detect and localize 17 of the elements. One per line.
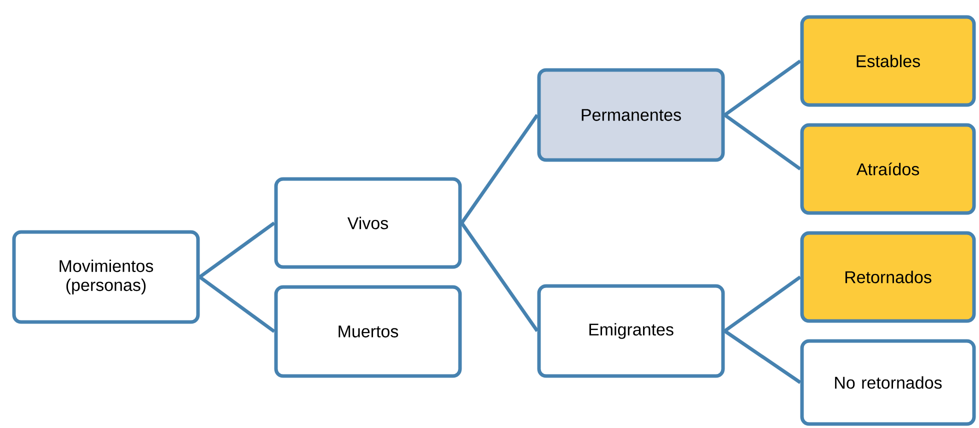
category-box: Estables bbox=[800, 15, 976, 107]
connector-line bbox=[460, 114, 539, 224]
category-box: Permanentes bbox=[537, 68, 725, 162]
category-box: Muertos bbox=[274, 285, 462, 378]
category-box: Retornados bbox=[800, 231, 976, 323]
category-box: Movimientos (personas) bbox=[12, 230, 200, 324]
connector-line bbox=[198, 222, 276, 278]
category-box: Atraídos bbox=[800, 123, 976, 215]
connector-line bbox=[460, 222, 539, 332]
connector-line bbox=[724, 276, 802, 332]
connector-line bbox=[724, 330, 802, 384]
category-box: No retornados bbox=[800, 339, 976, 426]
category-box: Vivos bbox=[274, 177, 462, 269]
connector-line bbox=[724, 60, 802, 116]
category-box: Emigrantes bbox=[537, 284, 725, 378]
connector-line bbox=[198, 276, 276, 333]
connector-line bbox=[724, 114, 802, 170]
